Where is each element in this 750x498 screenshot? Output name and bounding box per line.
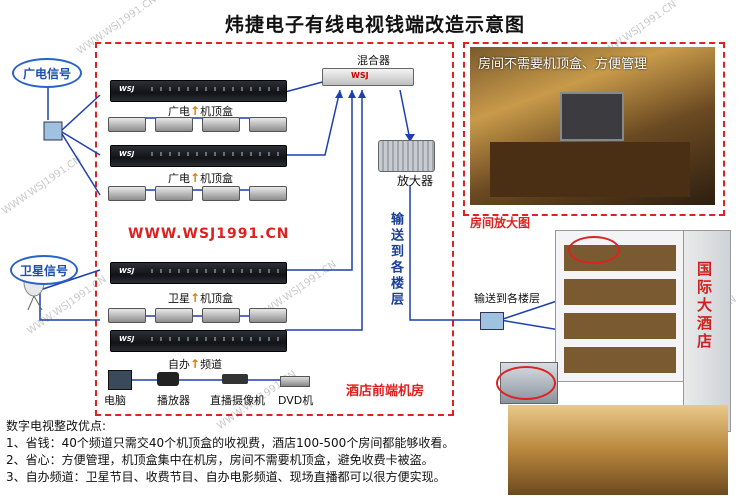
set-top-box <box>202 186 240 201</box>
amplifier-label: 放大器 <box>397 174 434 188</box>
cable-rack-2: WSJ <box>110 145 287 167</box>
up-arrow-icon: ↑ <box>190 104 201 118</box>
headend-highlight-ellipse <box>496 366 556 400</box>
group-label-a: 广电 <box>168 172 190 185</box>
rack-brand: WSJ <box>119 85 135 93</box>
set-top-box <box>202 117 240 132</box>
player-icon <box>157 372 179 386</box>
room-highlight-ellipse <box>568 236 620 264</box>
headend-label: 酒店前端机房 <box>346 384 425 399</box>
satellite-signal-label: 卫星信号 <box>19 263 68 278</box>
cable-stb-group-2-label: 广电↑机顶盒 <box>168 167 233 186</box>
set-top-box <box>249 117 287 132</box>
lobby-photo <box>508 405 728 495</box>
group-label-b: 机顶盒 <box>200 292 234 305</box>
hotel-tower: 国际大酒店 <box>683 230 731 432</box>
set-top-box <box>249 308 287 323</box>
mixer-device: WSJ <box>322 68 414 86</box>
group-label-a: 卫星 <box>168 292 190 305</box>
tv-icon <box>560 92 624 141</box>
diagram-title: 炜捷电子有线电视钱端改造示意图 <box>224 14 525 36</box>
self-channel-label: 自办↑频道 <box>168 353 222 372</box>
floor-splitter <box>480 312 504 330</box>
notes-line-3: 3、自办频道：卫星节目、收费节目、自办电影频道、现场直播都可以很方便实现。 <box>6 470 446 484</box>
hotel-sign: 国际大酒店 <box>695 261 713 351</box>
set-top-box <box>249 186 287 201</box>
dvd-icon <box>280 376 310 387</box>
up-arrow-icon: ↑ <box>190 291 201 305</box>
website-text: WWW.WSJ1991.CN <box>128 226 290 242</box>
av-source-camera: 直播摄像机 <box>210 394 265 407</box>
group-label-b: 频道 <box>200 358 223 371</box>
up-arrow-icon: ↑ <box>190 357 201 371</box>
satellite-rack: WSJ <box>110 262 287 284</box>
set-top-box <box>108 117 146 132</box>
computer-icon <box>108 370 132 390</box>
mixer-label: 混合器 <box>357 54 390 67</box>
room-caption: 房间不需要机顶盒、方便管理 <box>478 57 648 72</box>
transport-label: 输送到各楼层 <box>474 292 540 305</box>
transport-vertical-label: 输送到各楼层 <box>388 212 403 308</box>
set-top-box <box>155 117 193 132</box>
av-source-player: 播放器 <box>157 394 190 407</box>
rack-brand: WSJ <box>119 335 135 343</box>
notes-heading: 数字电视整改优点: <box>6 419 107 433</box>
cable-stb-group-1-label: 广电↑机顶盒 <box>168 100 233 119</box>
satellite-signal-source: 卫星信号 <box>10 255 78 285</box>
set-top-box <box>108 308 146 323</box>
group-label-a: 广电 <box>168 105 190 118</box>
amplifier-device <box>378 140 435 172</box>
self-channel-rack: WSJ <box>110 330 287 352</box>
av-source-computer: 电脑 <box>104 394 126 407</box>
av-source-dvd: DVD机 <box>278 394 314 407</box>
room-photo: 房间不需要机顶盒、方便管理 <box>470 47 715 205</box>
satellite-stb-group-label: 卫星↑机顶盒 <box>168 287 233 306</box>
advantages-notes: 数字电视整改优点: 1、省钱：40个频道只需交40个机顶盒的收视费，酒店100-… <box>6 418 454 486</box>
mixer-brand: WSJ <box>351 71 369 80</box>
cable-rack-1: WSJ <box>110 80 287 102</box>
desk-shape <box>490 142 690 197</box>
notes-line-1: 1、省钱：40个频道只需交40个机顶盒的收视费，酒店100-500个房间都能够收… <box>6 436 455 450</box>
cable-signal-source: 广电信号 <box>12 58 82 88</box>
group-label-b: 机顶盒 <box>200 105 234 118</box>
room-frame <box>463 42 725 216</box>
set-top-box <box>155 308 193 323</box>
set-top-box <box>108 186 146 201</box>
cable-signal-label: 广电信号 <box>22 66 71 81</box>
room-zoom-label: 房间放大图 <box>470 216 531 230</box>
up-arrow-icon: ↑ <box>190 171 201 185</box>
hotel-room-photos <box>564 245 676 373</box>
rack-brand: WSJ <box>119 267 135 275</box>
notes-line-2: 2、省心：方便管理，机顶盒集中在机房，房间不需要机顶盒，避免收费卡被盗。 <box>6 453 434 467</box>
equipment-frame <box>95 42 454 416</box>
group-label-a: 自办 <box>168 358 190 371</box>
group-label-b: 机顶盒 <box>200 172 234 185</box>
set-top-box <box>155 186 193 201</box>
rack-brand: WSJ <box>119 150 135 158</box>
camera-icon <box>222 374 248 384</box>
set-top-box <box>202 308 240 323</box>
